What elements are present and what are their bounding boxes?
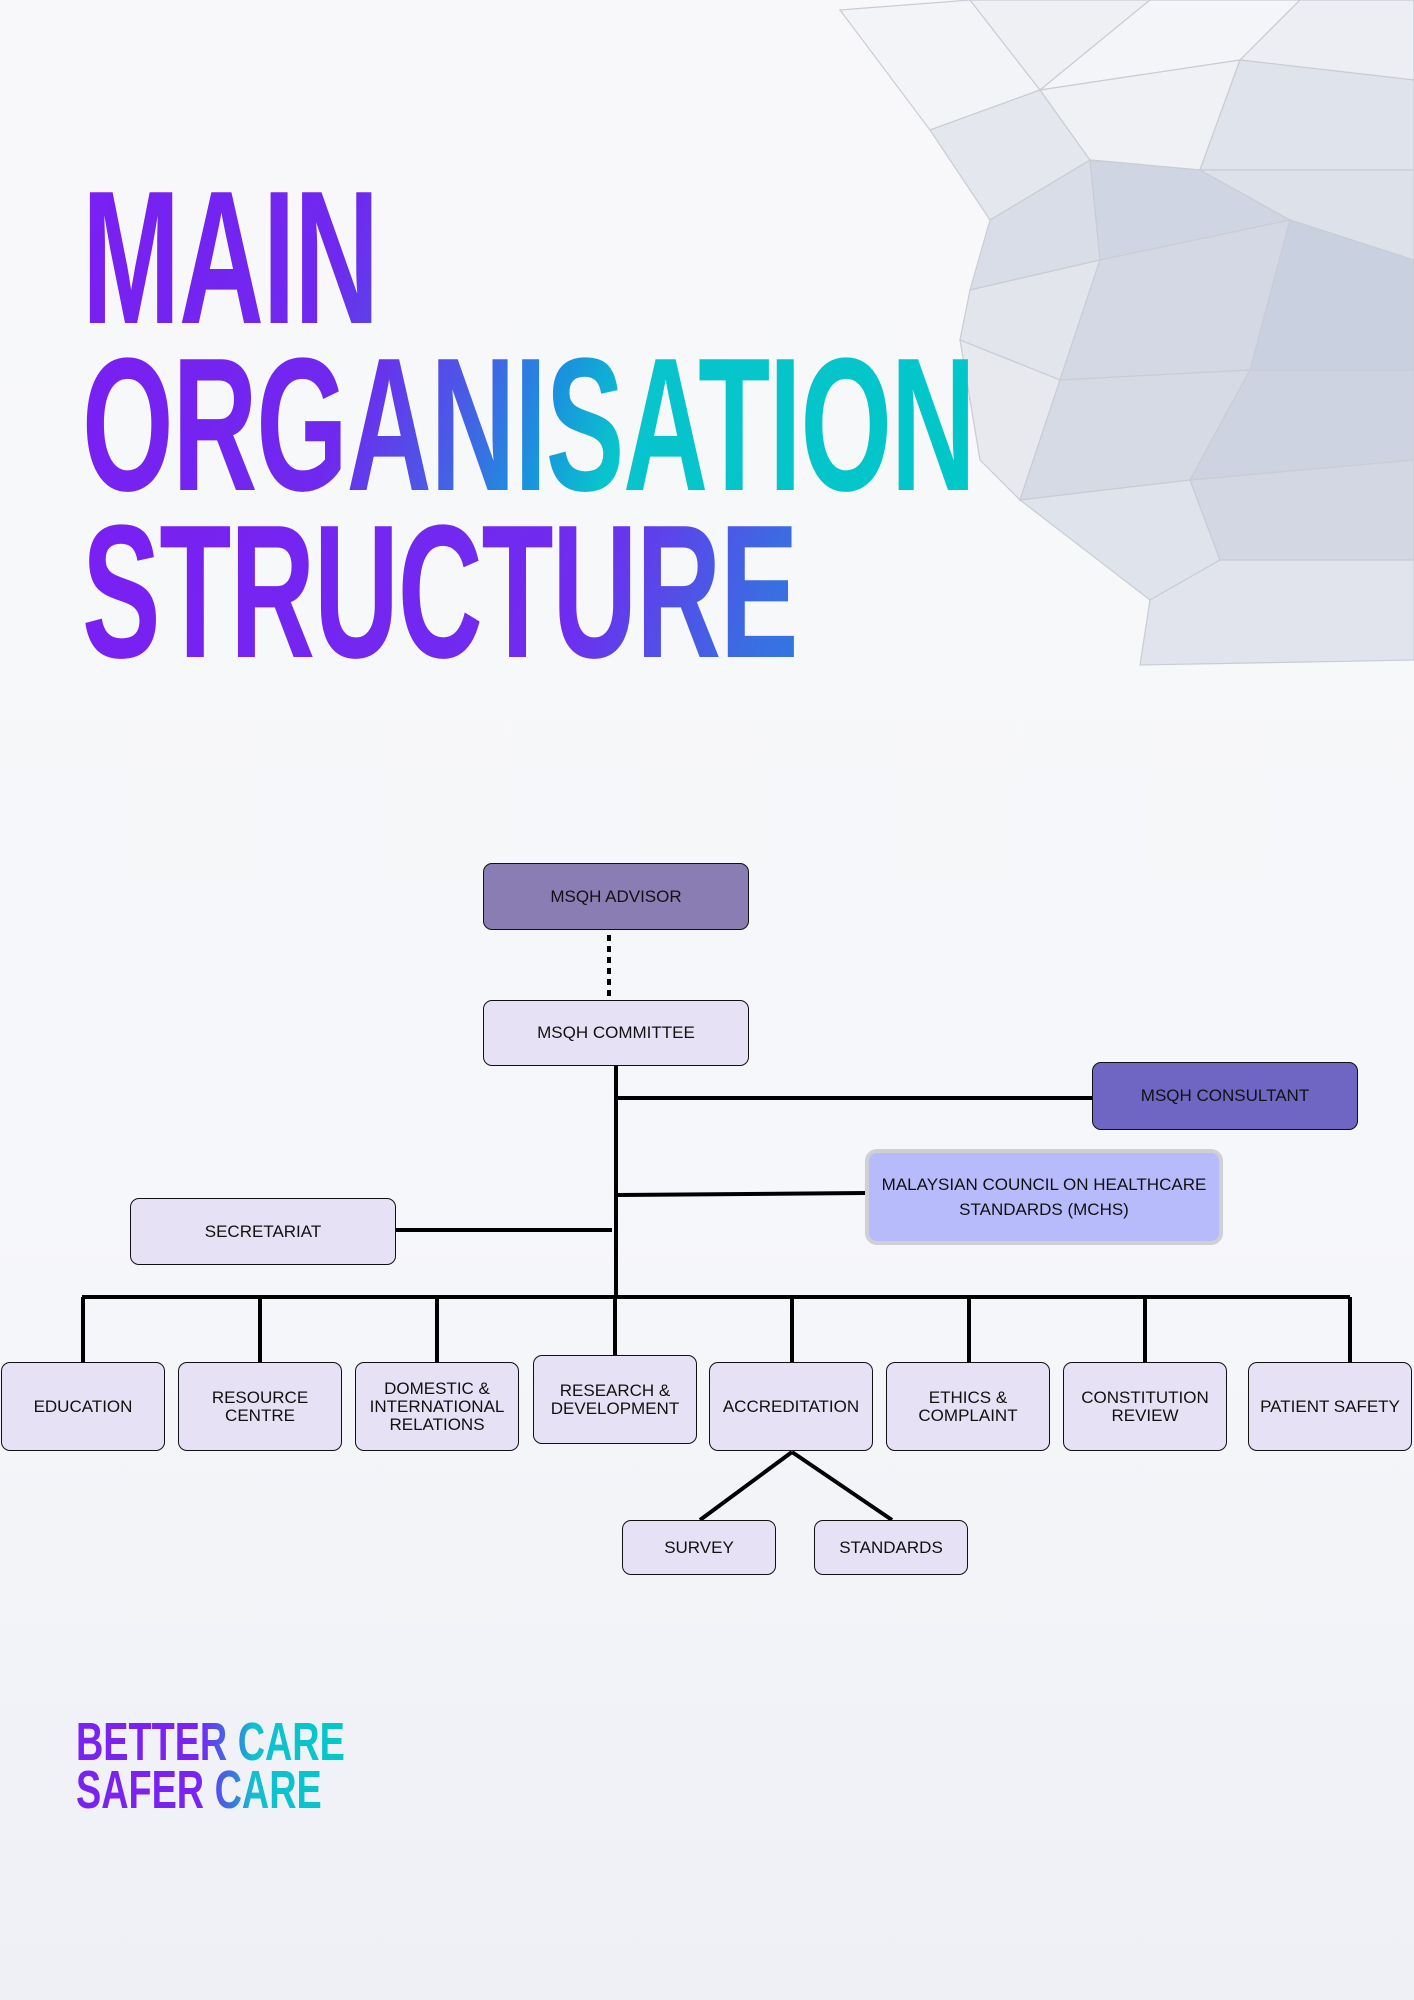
unit-domestic-international-relations: DOMESTIC & INTERNATIONAL RELATIONS [355,1362,519,1451]
unit-patient-safety: PATIENT SAFETY [1248,1362,1412,1451]
title-line-2: ORGANISATION [82,319,976,531]
consultant-box: MSQH CONSULTANT [1092,1062,1358,1130]
unit-research-development: RESEARCH & DEVELOPMENT [533,1355,697,1444]
standards-box: STANDARDS [814,1520,968,1575]
unit-constitution-review: CONSTITUTION REVIEW [1063,1362,1227,1451]
advisor-box: MSQH ADVISOR [483,863,749,930]
title-line-3: STRUCTURE [82,497,975,687]
page-title: MAIN ORGANISATION STRUCTURE [82,163,976,687]
survey-connector [698,1450,794,1522]
tagline-line-2: SAFER CARE [76,1763,345,1817]
mchs-box: MALAYSIAN COUNCIL ON HEALTHCARE STANDARD… [865,1149,1223,1245]
unit-accreditation: ACCREDITATION [709,1362,873,1451]
unit-resource-centre: RESOURCE CENTRE [178,1362,342,1451]
unit-ethics-complaint: ETHICS & COMPLAINT [886,1362,1050,1451]
committee-box: MSQH COMMITTEE [483,1000,749,1066]
tagline: BETTER CARE SAFER CARE [76,1712,345,1817]
low-poly-decoration [838,0,1414,666]
mchs-connector [615,1191,867,1197]
survey-box: SURVEY [622,1520,776,1575]
title-line-1: MAIN [82,163,975,353]
secretariat-box: SECRETARIAT [130,1198,396,1265]
unit-education: EDUCATION [1,1362,165,1451]
tagline-line-1: BETTER CARE [76,1712,345,1772]
standards-connector [790,1450,894,1522]
